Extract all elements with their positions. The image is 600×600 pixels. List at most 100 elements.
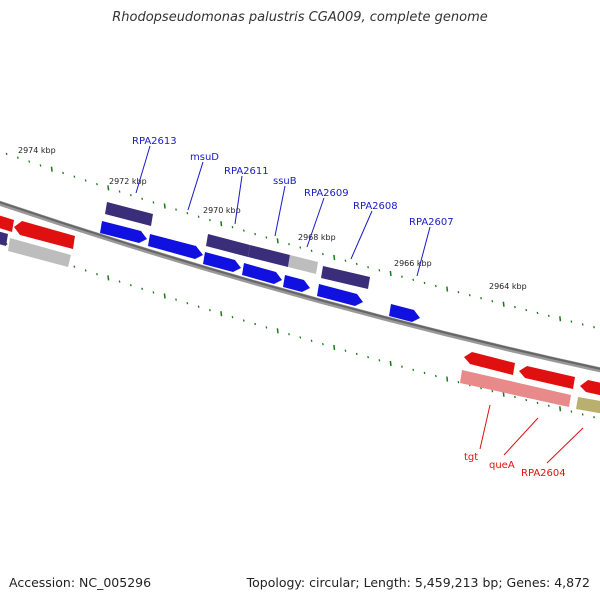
outer-tick-21 [231, 225, 234, 229]
inner-tick-40 [446, 376, 449, 382]
outer-tick-49 [547, 314, 550, 318]
inner-tick-29 [321, 342, 324, 346]
gene-rev-left-1[interactable] [0, 214, 14, 232]
gene-rev-left-2[interactable] [14, 221, 75, 249]
inner-tick-21 [231, 315, 234, 319]
inner-tick-39 [434, 374, 437, 378]
gene-rpa2604-top[interactable] [580, 380, 600, 396]
outer-tick-24 [265, 236, 268, 239]
outer-tick-40 [446, 286, 449, 292]
outer-tick-9 [96, 182, 98, 186]
kbp-label-2968: 2968 kbp [298, 233, 336, 242]
inner-tick-32 [355, 352, 358, 356]
label-ssub[interactable]: ssuB [273, 176, 297, 187]
gene-rpa2607[interactable] [389, 304, 420, 322]
label-rpa2608[interactable]: RPA2608 [353, 201, 398, 212]
outer-tick-27 [299, 246, 302, 249]
forward-strand-outer [0, 202, 370, 289]
outer-tick-51 [570, 320, 573, 323]
label-rpa2604[interactable]: RPA2604 [521, 468, 566, 479]
gene-reverse-light[interactable] [460, 370, 571, 407]
label-tgt[interactable]: tgt [464, 452, 478, 463]
gene-quea-top[interactable] [519, 366, 575, 389]
gene-rpa2613[interactable] [105, 202, 153, 226]
outer-tick-23 [254, 232, 257, 236]
outer-tick-53 [593, 326, 595, 329]
gene-fwd-4[interactable] [242, 263, 282, 284]
outer-tick-15 [163, 203, 166, 209]
inner-tick-20 [220, 311, 223, 317]
outer-tick-7 [73, 175, 76, 178]
outer-tick-46 [514, 305, 516, 309]
gene-tgt-top[interactable] [464, 352, 515, 375]
inner-tick-53 [593, 416, 595, 419]
label-quea[interactable]: queA [489, 460, 515, 471]
gene-fwd-6[interactable] [317, 284, 363, 306]
outer-tick-20 [220, 221, 223, 227]
callout-lines [135, 145, 584, 464]
inner-tick-50 [559, 406, 562, 412]
inner-tick-18 [197, 305, 200, 308]
outer-tick-43 [480, 297, 482, 300]
outer-tick-12 [129, 193, 132, 197]
inner-tick-41 [457, 380, 460, 384]
gene-ssub[interactable] [248, 245, 290, 267]
outer-tick-31 [344, 259, 347, 262]
gene-fwd-3[interactable] [203, 252, 241, 272]
outer-tick-17 [186, 211, 189, 215]
outer-tick-32 [355, 262, 358, 266]
accession-text: Accession: NC_005296 [9, 575, 152, 590]
outer-tick-41 [457, 290, 460, 294]
outer-tick-1 [5, 152, 8, 156]
outer-tick-39 [434, 284, 437, 288]
forward-strand-inner [100, 221, 420, 322]
inner-tick-30 [333, 344, 336, 350]
gene-fwd-1[interactable] [100, 221, 147, 243]
inner-tick-11 [118, 280, 121, 283]
outer-tick-13 [141, 197, 144, 201]
genome-backbone-line [0, 201, 600, 370]
outer-tick-ring [5, 152, 595, 329]
kbp-label-2964: 2964 kbp [489, 282, 527, 291]
label-msud[interactable]: msuD [190, 152, 219, 163]
genome-summary-text: Topology: circular; Length: 5,459,213 bp… [246, 575, 590, 590]
inner-tick-25 [276, 328, 279, 334]
label-rpa2607[interactable]: RPA2607 [409, 217, 454, 228]
outer-tick-33 [367, 265, 370, 269]
inner-tick-26 [288, 332, 290, 336]
gene-msud[interactable] [148, 234, 203, 259]
inner-tick-8 [84, 269, 87, 272]
outer-tick-48 [536, 311, 539, 315]
inner-tick-47 [525, 398, 528, 402]
outer-tick-30 [333, 254, 336, 260]
outer-tick-22 [242, 229, 245, 232]
gene-olive[interactable] [576, 397, 600, 414]
inner-tick-27 [299, 336, 302, 339]
label-rpa2611[interactable]: RPA2611 [224, 166, 269, 177]
gene-fwd-5[interactable] [283, 275, 310, 292]
inner-tick-23 [254, 322, 257, 326]
gene-rpa2611[interactable] [206, 234, 250, 257]
outer-tick-4 [39, 164, 42, 167]
kbp-labels: 2974 kbp 2972 kbp 2970 kbp 2968 kbp 2966… [18, 146, 527, 291]
gene-rpa2608[interactable] [321, 266, 370, 289]
outer-tick-38 [423, 281, 426, 285]
gene-grey-left[interactable] [8, 238, 71, 267]
outer-tick-26 [288, 242, 290, 246]
outer-tick-42 [468, 293, 471, 297]
inner-tick-15 [163, 293, 166, 299]
inner-tick-22 [242, 319, 245, 322]
kbp-label-2970: 2970 kbp [203, 206, 241, 215]
inner-tick-7 [73, 265, 76, 268]
outer-tick-11 [118, 190, 121, 193]
gene-left-edge[interactable] [0, 229, 8, 246]
inner-tick-46 [514, 395, 516, 399]
label-rpa2613[interactable]: RPA2613 [132, 136, 177, 147]
inner-tick-12 [129, 283, 132, 287]
outer-tick-19 [209, 218, 211, 222]
label-rpa2609[interactable]: RPA2609 [304, 188, 349, 199]
gene-rpa2609-grey[interactable] [288, 255, 318, 274]
inner-tick-37 [412, 368, 415, 371]
inner-tick-33 [367, 355, 370, 359]
outer-tick-14 [152, 201, 155, 204]
